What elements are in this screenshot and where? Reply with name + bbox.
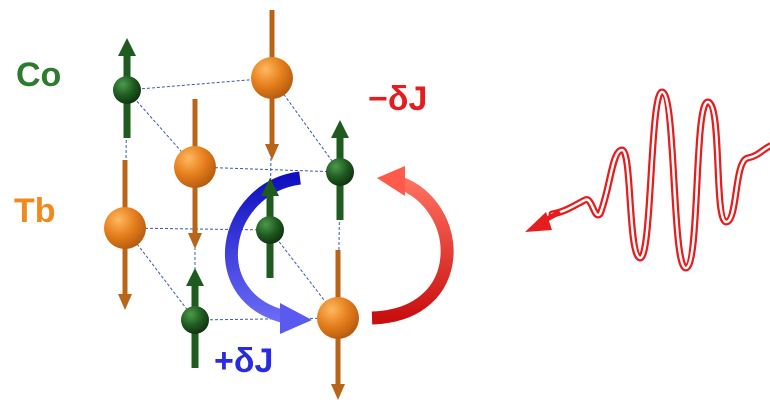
plus-delta-j-label: +δJ xyxy=(214,342,273,380)
red-curved-arrow xyxy=(371,166,454,325)
co-label: Co xyxy=(16,56,61,94)
co-ball xyxy=(326,158,354,186)
spin-up-arrowhead xyxy=(186,268,204,286)
tb-atom xyxy=(174,99,216,249)
spin-down-arrowhead xyxy=(188,233,202,249)
spin-up-arrowhead xyxy=(331,120,349,138)
spin-down-arrowhead xyxy=(265,144,279,160)
tb-ball xyxy=(174,146,216,188)
tb-atom xyxy=(104,160,146,310)
tb-atom xyxy=(317,250,359,400)
laser-pulse-icon xyxy=(525,88,770,272)
spin-down-arrowhead xyxy=(118,294,132,310)
co-atom xyxy=(113,38,141,138)
minus-delta-j-label: −δJ xyxy=(368,80,427,118)
tb-ball xyxy=(251,57,293,99)
tb-label: Tb xyxy=(14,192,56,230)
spin-down-arrowhead xyxy=(331,384,345,400)
tb-ball xyxy=(317,297,359,339)
spin-up-arrowhead xyxy=(261,178,279,196)
spin-up-arrowhead xyxy=(118,38,136,56)
co-atom xyxy=(256,178,284,278)
co-atom xyxy=(326,120,354,220)
co-ball xyxy=(181,306,209,334)
co-ball xyxy=(113,76,141,104)
co-ball xyxy=(256,216,284,244)
co-atom xyxy=(181,268,209,368)
atoms-layer xyxy=(104,10,359,400)
tb-ball xyxy=(104,207,146,249)
tb-atom xyxy=(251,10,293,160)
